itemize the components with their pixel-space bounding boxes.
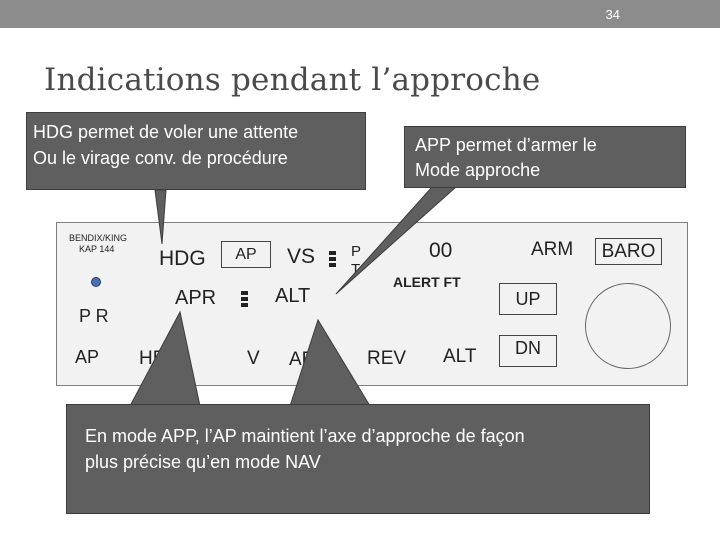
hdg-callout-line1: HDG permet de voler une attente: [33, 122, 299, 142]
app-callout-line1: APP permet d’armer le: [415, 135, 597, 155]
pt-annunciator-p: P: [351, 243, 362, 260]
altitude-select-knob[interactable]: [585, 283, 671, 369]
status-led: [91, 277, 101, 287]
mode-callout: En mode APP, l’AP maintient l’axe d’appr…: [66, 404, 650, 514]
mode-callout-pointer-left: [129, 310, 201, 407]
hdg-callout-pointer: [154, 189, 167, 245]
vs-annunciator: VS: [287, 245, 316, 268]
baro-annunciator: BARO: [595, 238, 662, 265]
altitude-readout: 00: [429, 239, 453, 262]
page-number: 34: [605, 7, 620, 22]
ap-annunciator: AP: [221, 241, 271, 268]
alt-annunciator: ALT: [275, 285, 311, 307]
alt-mode-button[interactable]: ALT: [443, 346, 477, 367]
mode-callout-line2: plus précise qu’en mode NAV: [85, 452, 321, 472]
header-bar: 34: [0, 0, 720, 28]
apr-annunciator: APR: [175, 287, 217, 309]
slide-title: Indications pendant l’approche: [44, 62, 541, 98]
brand-label: BENDIX/KING: [69, 233, 128, 243]
nav-mode-button[interactable]: V: [247, 348, 260, 369]
vs-trim-pips: [329, 251, 337, 269]
hdg-callout: HDG permet de voler une attente Ou le vi…: [26, 112, 366, 190]
mode-callout-pointer-right: [289, 318, 371, 407]
up-button[interactable]: UP: [499, 283, 557, 315]
model-label: KAP 144: [79, 244, 115, 254]
ap-engage-button[interactable]: AP: [75, 347, 100, 367]
app-callout-pointer: [335, 186, 458, 295]
app-callout: APP permet d’armer le Mode approche: [404, 126, 686, 188]
dn-button[interactable]: DN: [499, 335, 557, 367]
hdg-annunciator: HDG: [159, 247, 206, 270]
pt-annunciator-t: T: [351, 261, 361, 278]
app-callout-line2: Mode approche: [415, 160, 541, 180]
mode-callout-line1: En mode APP, l’AP maintient l’axe d’appr…: [85, 426, 525, 446]
arm-annunciator: ARM: [531, 239, 574, 260]
hdg-callout-line2: Ou le virage conv. de procédure: [33, 148, 288, 168]
apr-trim-pips: [241, 291, 249, 309]
rev-mode-button[interactable]: REV: [367, 348, 407, 369]
alert-ft-label: ALERT FT: [393, 274, 461, 290]
pr-label: P R: [79, 306, 109, 326]
